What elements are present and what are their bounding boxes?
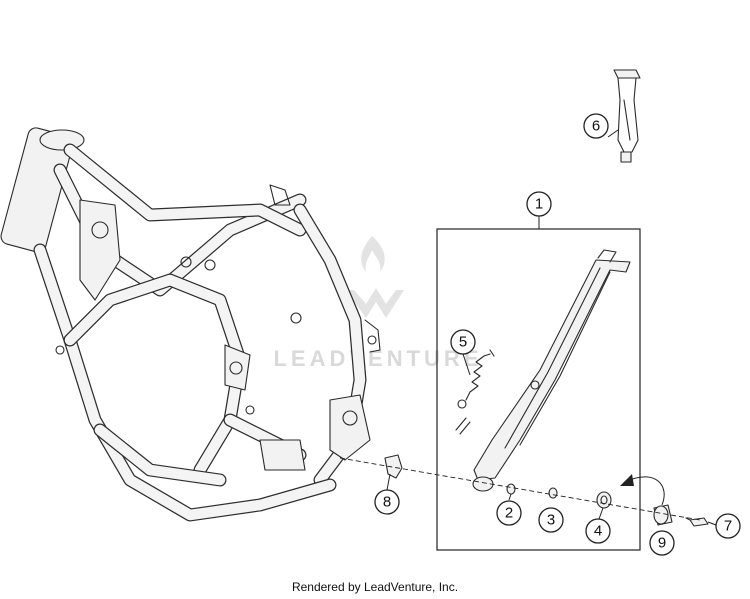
callout-5[interactable]: 5 — [450, 329, 476, 355]
leader-6 — [607, 129, 619, 138]
callout-4[interactable]: 4 — [585, 518, 611, 544]
hardware-illustration — [506, 483, 709, 527]
arrow-head — [620, 474, 634, 486]
callout-2[interactable]: 2 — [496, 500, 522, 526]
leader-8 — [386, 473, 391, 491]
callout-6[interactable]: 6 — [583, 113, 609, 139]
callout-7[interactable]: 7 — [715, 513, 741, 539]
callout-9-label: 9 — [658, 535, 666, 552]
leader-5 — [462, 353, 471, 376]
pin-illustration — [613, 69, 641, 163]
callout-1-label: 1 — [535, 196, 543, 213]
side-stand-illustration — [472, 249, 631, 492]
callout-8[interactable]: 8 — [374, 489, 400, 515]
callout-3[interactable]: 3 — [538, 507, 564, 533]
clip-illustration — [384, 454, 403, 479]
callout-6-label: 6 — [592, 118, 600, 135]
leader-7 — [707, 521, 717, 526]
arrow-leader — [629, 476, 665, 506]
callout-2-label: 2 — [505, 505, 513, 522]
callout-8-label: 8 — [383, 494, 391, 511]
watermark-logo: LEADVENTURE — [273, 236, 482, 371]
footer-credit: Rendered by LeadVenture, Inc. — [291, 580, 459, 594]
callout-9[interactable]: 9 — [649, 530, 675, 556]
leader-2 — [508, 493, 512, 501]
watermark-text: LEADVENTURE — [273, 346, 482, 371]
leader-4 — [598, 507, 604, 520]
spring-illustration — [455, 349, 495, 435]
callout-3-label: 3 — [547, 512, 555, 529]
callout-5-label: 5 — [459, 334, 467, 351]
callout-4-label: 4 — [594, 523, 602, 540]
callout-1[interactable]: 1 — [526, 191, 552, 217]
callout-7-label: 7 — [724, 518, 732, 535]
assembly-axis — [339, 457, 701, 521]
frame-illustration — [0, 127, 381, 522]
